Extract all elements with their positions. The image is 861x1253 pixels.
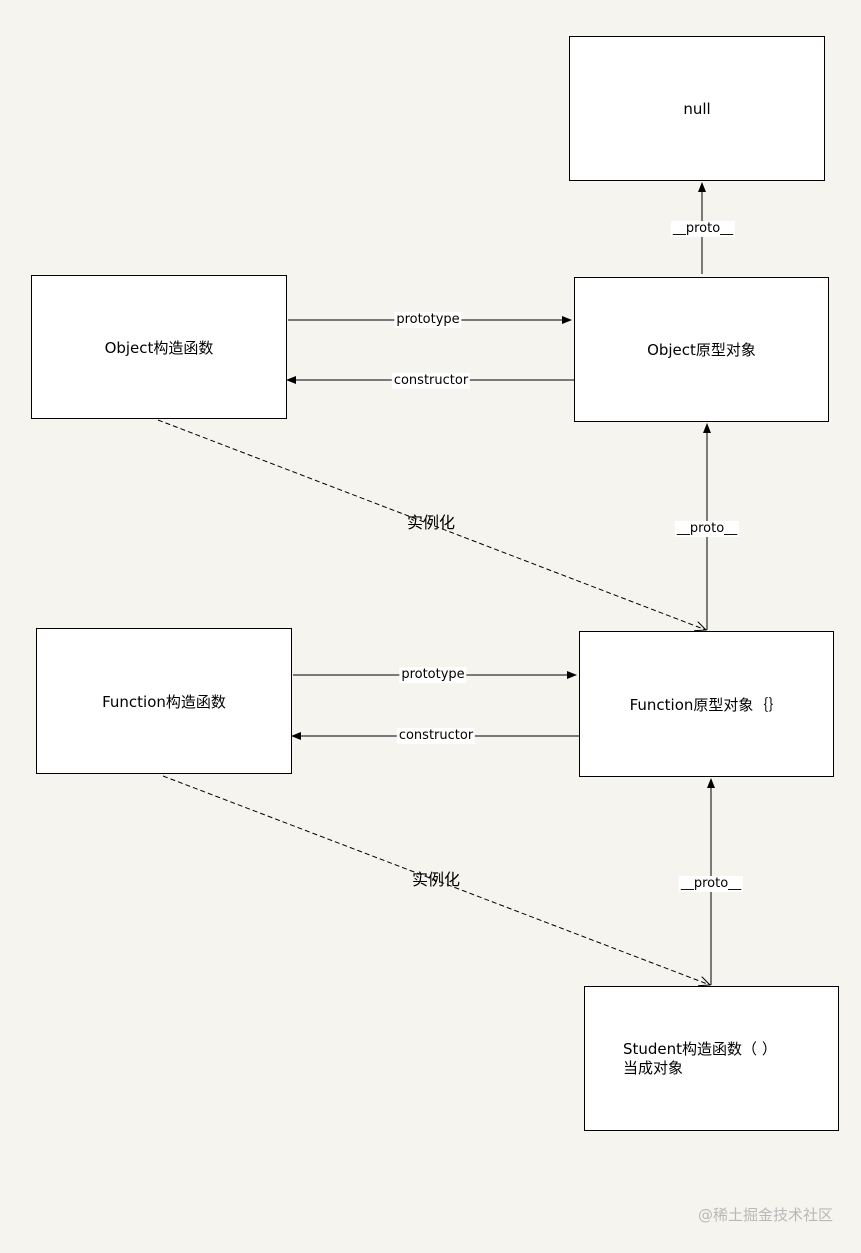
object-prototype-label: Object原型对象 xyxy=(647,341,756,359)
object-proto-to-null-label: __proto__ xyxy=(670,221,736,237)
object-constructor-edge-label: constructor xyxy=(391,373,471,389)
function-instantiate-label: 实例化 xyxy=(411,870,461,889)
null-box-label: null xyxy=(683,99,711,118)
student-constructor-box: Student构造函数（ ） 当成对象 xyxy=(584,986,839,1131)
object-prototype-box: Object原型对象 xyxy=(574,277,829,422)
function-constructor-edge-label: constructor xyxy=(396,728,476,744)
function-prototype-label: Function原型对象｛｝ xyxy=(629,695,784,714)
watermark: @稀土掘金技术社区 xyxy=(697,1206,833,1224)
object-instantiate-label: 实例化 xyxy=(406,513,456,532)
function-constructor-box: Function构造函数 xyxy=(36,628,292,774)
object-instantiate-dashed-arrow xyxy=(157,419,706,630)
function-constructor-label: Function构造函数 xyxy=(102,692,226,711)
student-proto-label: __proto__ xyxy=(678,876,744,892)
student-constructor-label-line1: Student构造函数（ ） xyxy=(623,1039,777,1058)
object-prototype-label: prototype xyxy=(394,312,462,328)
function-prototype-box: Function原型对象｛｝ xyxy=(579,631,834,777)
function-prototype-label: prototype xyxy=(399,667,467,683)
null-box: null xyxy=(569,36,825,181)
function-instantiate-dashed-arrow xyxy=(162,775,710,985)
student-constructor-label-line2: 当成对象 xyxy=(623,1058,684,1077)
function-proto-to-object-proto-label: __proto__ xyxy=(674,521,740,537)
object-constructor-label: Object构造函数 xyxy=(104,338,214,357)
object-constructor-box: Object构造函数 xyxy=(31,275,287,419)
